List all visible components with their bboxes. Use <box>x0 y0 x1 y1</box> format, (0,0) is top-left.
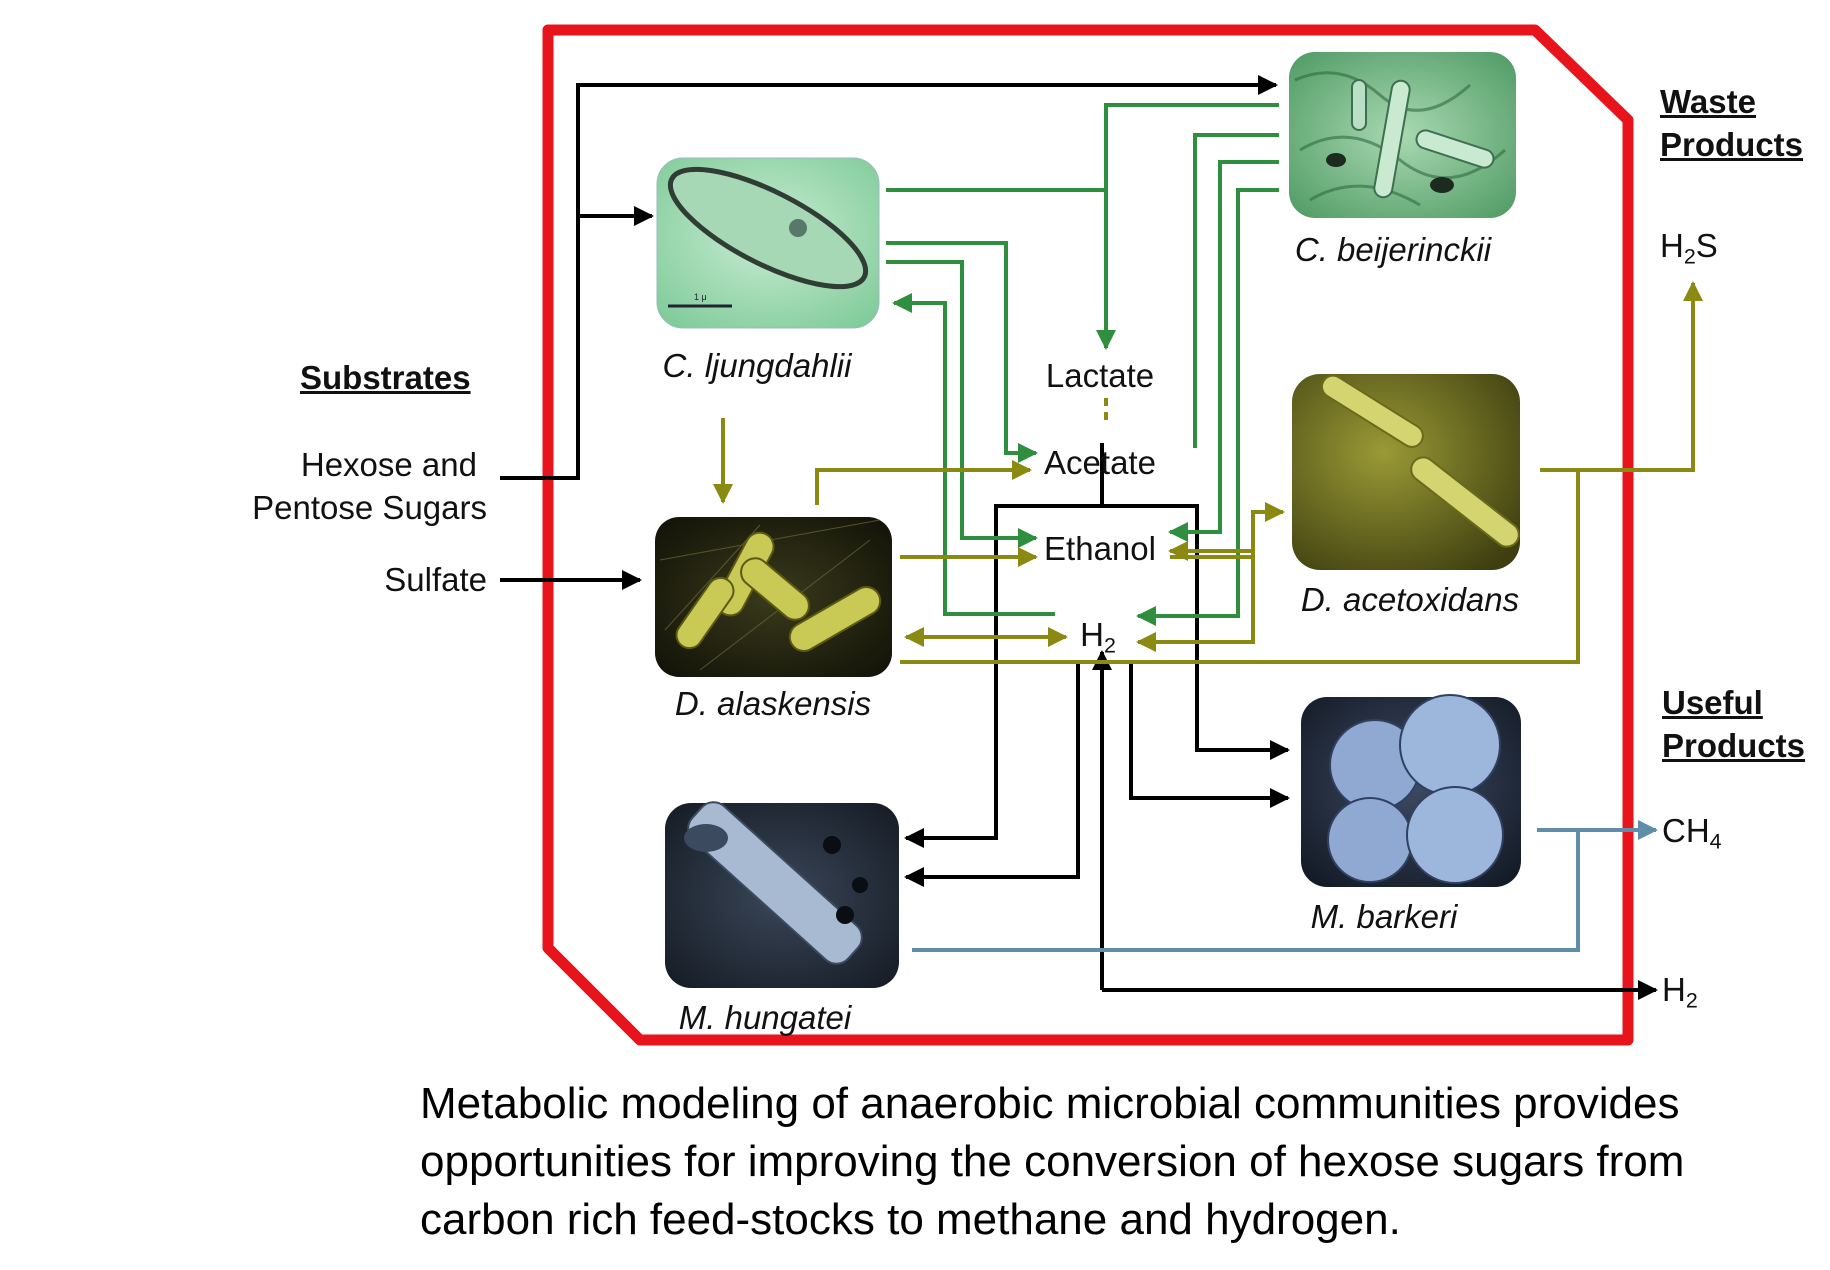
c-beijerinckii-to-ethanol-arrow <box>1168 160 1279 542</box>
d-alaskensis-micrograph <box>655 517 892 677</box>
h2-to-c-ljungdahlii-arrow <box>892 293 1055 616</box>
metabolite-h2: H2 <box>1080 615 1116 659</box>
m-hungatei-micrograph <box>665 801 899 988</box>
metabolite-h2-sub: 2 <box>1103 633 1116 658</box>
metabolite-ethanol: Ethanol <box>1044 530 1156 567</box>
community-boundary-frame <box>542 24 1634 1046</box>
m-hungatei-to-ch4-line <box>912 830 1580 952</box>
product-h2s: H2S <box>1660 226 1718 270</box>
waste-products-heading-line1: Waste <box>1660 83 1756 120</box>
acetate-to-d-acetoxidans-arrow <box>1170 502 1285 559</box>
c-beijerinckii-micrograph <box>1289 52 1516 218</box>
h2-to-m-hungatei-arrow <box>904 662 1080 887</box>
product-h2s-b: S <box>1695 227 1718 264</box>
substrate-sugars-line1: Hexose and <box>300 446 477 483</box>
acetate-box-left-arrow <box>904 443 1104 848</box>
d-acetoxidans-to-h2s-arrow <box>1540 281 1703 472</box>
d-alaskensis-to-acetate-arrow <box>815 460 1032 505</box>
substrate-trunk-arrow <box>500 75 1278 480</box>
metabolite-lactate: Lactate <box>1045 357 1155 394</box>
product-h2-base: H <box>1662 971 1686 1008</box>
label-c-ljungdahlii: C. ljungdahlii <box>662 347 852 384</box>
c-beijerinckii-to-lactate-arrow <box>1096 103 1279 350</box>
waste-products-heading-line2: Products <box>1660 126 1804 163</box>
black-flow-arrows <box>500 75 1658 1000</box>
c-beijerinckii-to-h2-arrow <box>1136 188 1279 626</box>
label-m-barkeri: M. barkeri <box>1310 898 1458 935</box>
product-h2s-a: H <box>1660 227 1684 264</box>
c-ljungdahlii-to-ethanol-arrow <box>886 260 1038 548</box>
substrates-heading: Substrates <box>300 359 471 396</box>
product-h2: H2 <box>1662 970 1698 1014</box>
micrograph-scale-text: 1 μ <box>694 292 707 302</box>
figure-caption: Metabolic modeling of anaerobic microbia… <box>420 1079 1685 1244</box>
blue-flow-arrows <box>912 820 1658 952</box>
d-alaskensis-sulfide-line <box>900 470 1580 664</box>
d-acetoxidans-micrograph <box>1292 374 1520 570</box>
product-h2-sub: 2 <box>1685 988 1698 1013</box>
label-d-alaskensis: D. alaskensis <box>674 685 872 722</box>
label-d-acetoxidans: D. acetoxidans <box>1300 581 1520 618</box>
substrate-sulfate: Sulfate <box>384 561 487 598</box>
olive-flow-arrows <box>713 281 1703 664</box>
label-c-beijerinckii: C. beijerinckii <box>1294 231 1492 268</box>
c-ljungdahlii-to-acetate-arrow <box>886 241 1038 463</box>
substrate-sugars-line2: Pentose Sugars <box>252 489 487 526</box>
product-ch4-base: CH <box>1662 812 1710 849</box>
label-m-hungatei: M. hungatei <box>678 999 852 1036</box>
c-beijerinckii-to-acetate-arrow <box>1193 133 1279 448</box>
acetate-box-right-arrow <box>1102 504 1290 760</box>
metabolite-acetate: Acetate <box>1044 444 1156 481</box>
green-flow-arrows <box>886 103 1279 626</box>
product-h2s-sub: 2 <box>1683 244 1696 269</box>
metabolite-h2-base: H <box>1080 616 1104 653</box>
c-ljungdahlii-micrograph: 1 μ <box>656 157 880 329</box>
h2-to-m-barkeri-arrow <box>1129 662 1290 808</box>
product-ch4-sub: 4 <box>1709 829 1722 854</box>
product-ch4: CH4 <box>1662 811 1722 855</box>
useful-products-heading-line1: Useful <box>1662 684 1763 721</box>
d-acetoxidans-to-h2-arrow <box>1136 557 1255 652</box>
useful-products-heading-line2: Products <box>1662 727 1806 764</box>
m-barkeri-micrograph <box>1301 694 1521 887</box>
